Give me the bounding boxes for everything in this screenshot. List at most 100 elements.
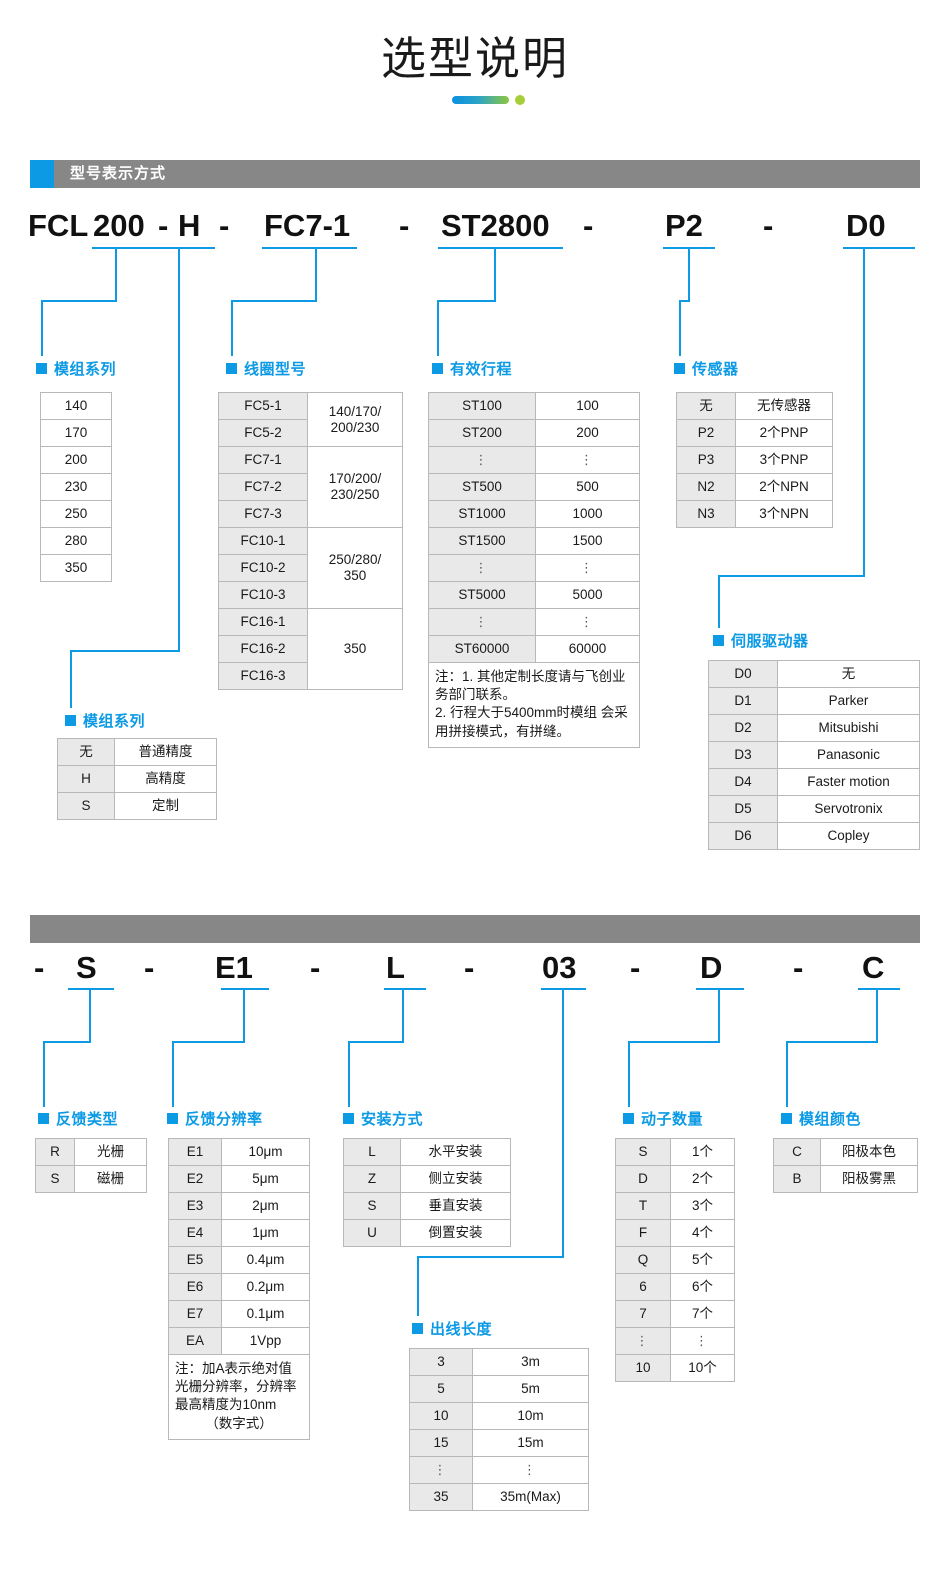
table-row: 280	[40, 527, 112, 555]
bullet-square-icon	[623, 1113, 634, 1124]
code2-part-d: D	[700, 950, 723, 985]
connector-h-underline	[167, 247, 215, 249]
table-row: 200	[40, 446, 112, 474]
connector-200-drop	[115, 247, 117, 302]
connector-d0-jog	[718, 575, 865, 577]
connector-e1-underline	[221, 988, 269, 990]
bullet-square-icon	[38, 1113, 49, 1124]
bullet-square-icon	[674, 363, 685, 374]
connector-d0-underline	[843, 247, 915, 249]
table-row: 170	[40, 419, 112, 447]
connector-c-down	[786, 1041, 788, 1107]
stroke-note: 注：1. 其他定制长度请与飞创业务部门联系。2. 行程大于5400mm时模组 会…	[428, 662, 640, 748]
table-row: 无普通精度	[57, 738, 217, 766]
table-row: 230	[40, 473, 112, 501]
table-row: ⋮⋮	[428, 554, 640, 582]
connector-st-down	[437, 300, 439, 356]
table-row: FC10-1 250/280/350	[218, 527, 403, 609]
connector-st-jog	[437, 300, 496, 302]
table-row: FC16-1 350	[218, 608, 403, 690]
group-label-module-color: 模组颜色	[781, 1108, 861, 1129]
code2-dash-2: -	[310, 950, 321, 985]
bullet-square-icon	[412, 1323, 423, 1334]
green-dot-icon	[515, 95, 525, 105]
table-row: 140	[40, 392, 112, 420]
connector-h-jog	[70, 650, 180, 652]
table-row: FC16-3	[218, 662, 403, 690]
connector-fc7-jog	[231, 300, 317, 302]
connector-c-jog	[786, 1041, 878, 1043]
connector-e1-jog	[172, 1041, 245, 1043]
code2-dash-1: -	[144, 950, 155, 985]
section-header-second	[30, 915, 920, 943]
group-label-sensor: 传感器	[674, 358, 739, 379]
group-label-precision: 模组系列	[65, 710, 145, 731]
table-row: 无无传感器	[676, 392, 833, 420]
coil-value-cell: 140/170/200/230	[307, 392, 403, 447]
connector-dd-down	[628, 1041, 630, 1107]
group-label-servo-driver: 伺服驱动器	[713, 630, 809, 651]
table-row: 注：1. 其他定制长度请与飞创业务部门联系。2. 行程大于5400mm时模组 会…	[428, 662, 640, 748]
code-part-p2: P2	[665, 208, 703, 243]
table-row: FC7-3	[218, 500, 403, 528]
connector-p2-down	[679, 300, 681, 356]
group-label-mounting: 安装方式	[343, 1108, 423, 1129]
section-accent-block	[30, 160, 54, 188]
table-row: FC10-3	[218, 581, 403, 609]
connector-d0-drop	[863, 247, 865, 577]
code-part-fc7-1: FC7-1	[264, 208, 351, 243]
code-dash-2: -	[219, 208, 230, 243]
title-decoration	[0, 93, 950, 107]
section-accent-block	[30, 915, 54, 943]
code2-part-l: L	[386, 950, 405, 985]
connector-st-underline	[438, 247, 563, 249]
connector-c-underline	[858, 988, 900, 990]
code2-dash-0: -	[34, 950, 45, 985]
section-header-label: 型号表示方式	[70, 165, 167, 182]
connector-e1-drop	[243, 988, 245, 1043]
code-part-st2800: ST2800	[441, 208, 550, 243]
connector-d0-down	[718, 575, 720, 628]
page-title: 选型说明	[380, 33, 569, 84]
code-dash-5: -	[763, 208, 774, 243]
group-label-feedback-resolution: 反馈分辨率	[167, 1108, 263, 1129]
bullet-square-icon	[65, 715, 76, 726]
bullet-square-icon	[226, 363, 237, 374]
bullet-square-icon	[713, 635, 724, 646]
group-label-effective-stroke: 有效行程	[432, 358, 512, 379]
code2-part-03: 03	[542, 950, 577, 985]
